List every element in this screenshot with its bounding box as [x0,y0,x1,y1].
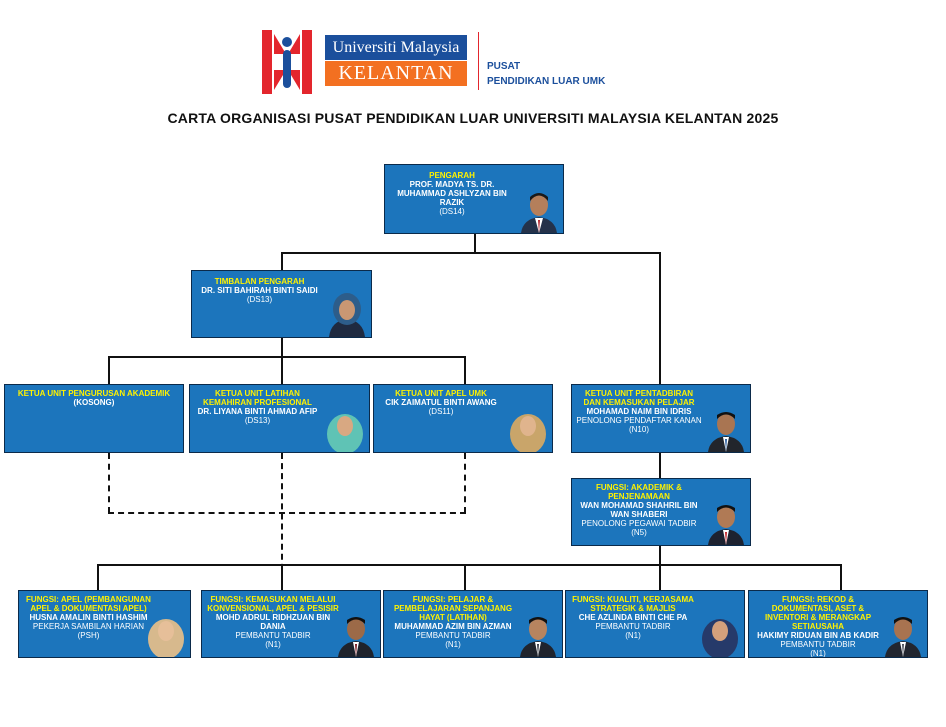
box-pentadbiran: KETUA UNIT PENTADBIRAN DAN KEMASUKAN PEL… [571,384,751,453]
box-timbalan: TIMBALAN PENGARAH DR. SITI BAHIRAH BINTI… [191,270,372,338]
position: PEMBANTU TADBIR [415,631,491,640]
box-latihan: KETUA UNIT LATIHAN KEMAHIRAN PROFESIONAL… [189,384,370,453]
portrait-icon [885,617,921,657]
logo-line2: KELANTAN [338,62,454,84]
grade: (DS14) [439,207,465,216]
name: DR. SITI BAHIRAH BINTI SAIDI [201,286,318,295]
box-fungsi-5: FUNGSI: REKOD & DOKUMENTASI, ASET & INVE… [748,590,928,658]
portrait-icon [708,505,744,545]
name: (KOSONG) [73,398,115,407]
grade: (N5) [631,528,647,537]
grade: (DS13) [246,295,273,304]
name: MOHAMAD NAIM BIN IDRIS [586,407,692,416]
grade: (DS11) [428,407,454,416]
portrait-icon [327,414,363,452]
position: PENOLONG PENDAFTAR KANAN [576,416,702,425]
portrait-icon [510,414,546,452]
logo-divider [478,32,479,90]
role: FUNGSI: REKOD & DOKUMENTASI, ASET & INVE… [764,595,872,631]
name: PROF. MADYA TS. DR. MUHAMMAD ASHLYZAN BI… [397,180,507,207]
portrait-icon [148,619,184,657]
role: FUNGSI: KUALITI, KERJASAMA STRATEGIK & M… [572,595,694,613]
name: HAKIMY RIDUAN BIN AB KADIR [757,631,879,640]
box-fungsi-3: FUNGSI: PELAJAR & PEMBELAJARAN SEPANJANG… [383,590,563,658]
role: TIMBALAN PENGARAH [214,277,305,286]
logo-line1: Universiti Malaysia [332,39,460,56]
portrait-icon [520,617,556,657]
name: HUSNA AMALIN BINTI HASHIM [29,613,148,622]
box-pengarah: PENGARAH PROF. MADYA TS. DR. MUHAMMAD AS… [384,164,564,234]
portrait-icon [329,293,365,337]
grade: (N1) [625,631,641,640]
role: KETUA UNIT PENTADBIRAN DAN KEMASUKAN PEL… [583,389,695,407]
position: PEMBANTU TADBIR [235,631,311,640]
logo-side2: PENDIDIKAN LUAR UMK [487,76,606,87]
role: KETUA UNIT APEL UMK [395,389,487,398]
name: CHE AZLINDA BINTI CHE PA [578,613,688,622]
box-fungsi-4: FUNGSI: KUALITI, KERJASAMA STRATEGIK & M… [565,590,745,658]
umk-emblem-icon [262,30,312,94]
logo-side1: PUSAT [487,61,521,72]
box-akademik: KETUA UNIT PENGURUSAN AKADEMIK (KOSONG) [4,384,184,453]
name: WAN MOHAMAD SHAHRIL BIN WAN SHABERI [580,501,698,519]
position: PEKERJA SAMBILAN HARIAN [32,622,145,631]
position: PEMBANTU TADBIR [780,640,856,649]
grade: (N10) [628,425,649,434]
grade: (N1) [810,649,826,658]
role: PENGARAH [429,171,475,180]
grade: (N1) [445,640,461,649]
grade: (N1) [265,640,281,649]
role: FUNGSI: PELAJAR & PEMBELAJARAN SEPANJANG… [393,595,513,622]
page-title: CARTA ORGANISASI PUSAT PENDIDIKAN LUAR U… [167,110,779,126]
role: FUNGSI: AKADEMIK & PENJENAMAAN [596,483,682,501]
portrait-icon [702,619,738,657]
portrait-icon [338,617,374,657]
role: KETUA UNIT LATIHAN KEMAHIRAN PROFESIONAL [203,389,312,407]
portrait-icon [517,185,561,233]
box-fungsi-akademik: FUNGSI: AKADEMIK & PENJENAMAAN WAN MOHAM… [571,478,751,546]
position: PEMBANTU TADBIR [595,622,671,631]
name: MOHD ADRUL RIDHZUAN BIN DANIA [215,613,331,631]
role: KETUA UNIT PENGURUSAN AKADEMIK [17,389,171,398]
box-fungsi-2: FUNGSI: KEMASUKAN MELALUI KONVENSIONAL, … [201,590,381,658]
role: FUNGSI: KEMASUKAN MELALUI KONVENSIONAL, … [207,595,339,613]
portrait-icon [708,412,744,452]
grade: (DS13) [244,416,271,425]
name: MUHAMMAD AZIM BIN AZMAN [394,622,512,631]
grade: (PSH) [77,631,100,640]
box-apel: KETUA UNIT APEL UMK CIK ZAIMATUL BINTI A… [373,384,553,453]
box-fungsi-1: FUNGSI: APEL (PEMBANGUNAN APEL & DOKUMEN… [18,590,191,658]
name: CIK ZAIMATUL BINTI AWANG [385,398,497,407]
position: PENOLONG PEGAWAI TADBIR [581,519,697,528]
role: FUNGSI: APEL (PEMBANGUNAN APEL & DOKUMEN… [26,595,151,613]
name: DR. LIYANA BINTI AHMAD AFIP [197,407,318,416]
